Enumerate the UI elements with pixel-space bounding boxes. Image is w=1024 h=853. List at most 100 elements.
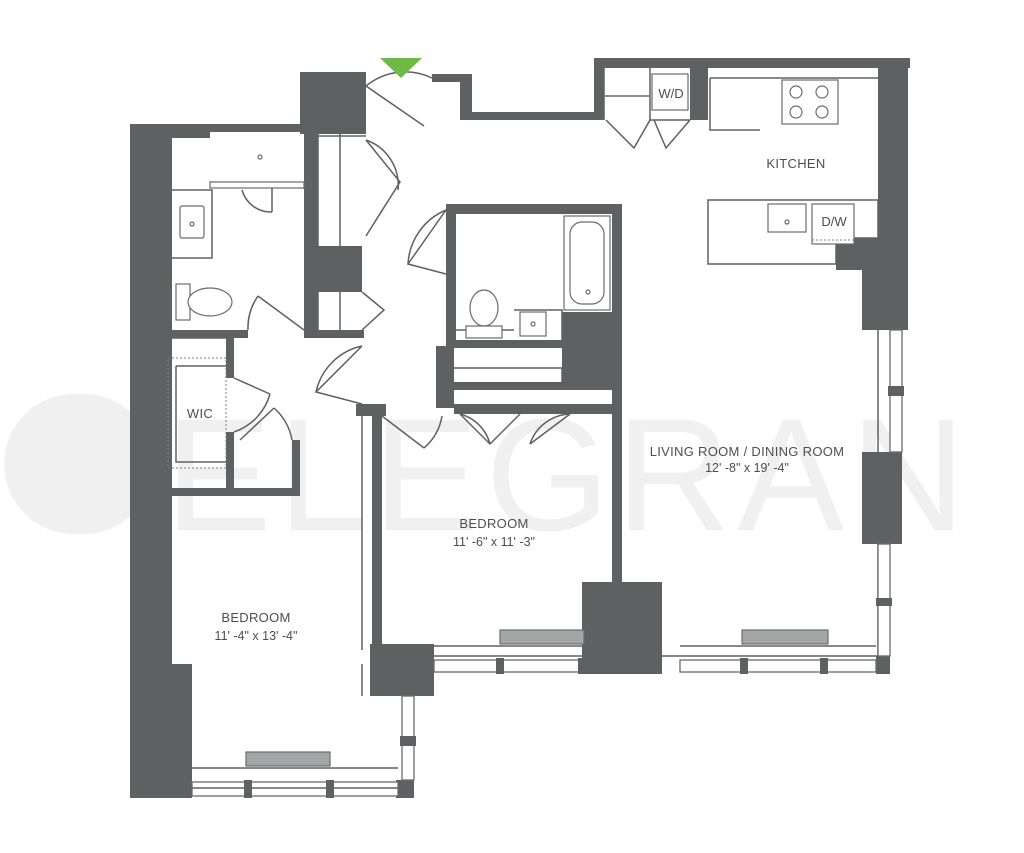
window-bottom-left-post-1 bbox=[244, 780, 252, 798]
radiator-center bbox=[499, 629, 585, 645]
wall-hall-closet bbox=[310, 132, 318, 332]
wall-closet-mid bbox=[454, 382, 622, 390]
label-bedroom-center: BEDROOM bbox=[459, 516, 528, 531]
window-center-bottom bbox=[433, 659, 583, 673]
wall-wic-lower bbox=[226, 432, 234, 494]
toilet-bowl-left bbox=[187, 287, 233, 317]
window-right-lower-post bbox=[876, 598, 892, 606]
partition-kitchen-counter-top bbox=[709, 77, 878, 131]
entry-arrow-icon bbox=[380, 58, 422, 78]
stove-burner-4 bbox=[815, 105, 829, 119]
label-living-dining: LIVING ROOM / DINING ROOM bbox=[650, 444, 845, 459]
window-bottom-left-post-2 bbox=[326, 780, 334, 798]
bathtub-center-drain bbox=[585, 289, 591, 295]
stove-burner-3 bbox=[789, 105, 803, 119]
door-hall-closet-2 bbox=[361, 291, 386, 331]
stove-burner-2 bbox=[815, 85, 829, 99]
wall-bedroom-center-left bbox=[372, 404, 382, 650]
sink-left-bath-drain bbox=[189, 221, 195, 227]
washer-dryer-box bbox=[651, 73, 689, 111]
room-labels: KITCHEN W/D D/W LIVING ROOM / DINING ROO… bbox=[187, 86, 847, 643]
wall-wic-closet-right bbox=[292, 440, 300, 496]
door-bath-inner bbox=[241, 188, 273, 213]
window-center-post-2 bbox=[578, 658, 584, 674]
wall-closet-bottom bbox=[454, 404, 622, 414]
door-center-bath bbox=[406, 209, 447, 275]
wall-hall-pillar bbox=[310, 246, 362, 292]
partition-hall-closet-2 bbox=[317, 292, 341, 330]
label-living-dining-dims: 12' -8" x 19' -4" bbox=[705, 461, 789, 475]
wall-right-pillar bbox=[862, 452, 902, 544]
window-center-post-1 bbox=[496, 658, 504, 674]
window-bottom-left bbox=[191, 781, 399, 797]
wall-left-bath-bottom bbox=[140, 330, 248, 338]
wall-hall-bottom bbox=[304, 330, 364, 338]
wall-top-left bbox=[210, 124, 310, 132]
door-hall-bedroom bbox=[314, 345, 363, 405]
partition-left-bath bbox=[172, 189, 213, 259]
door-hall-closet-1 bbox=[365, 139, 401, 237]
watermark-pill bbox=[4, 394, 154, 534]
partition-shower-rail bbox=[209, 181, 305, 189]
window-left-side-post bbox=[400, 736, 416, 746]
wall-kitchen-left bbox=[594, 58, 604, 120]
door-wd bbox=[605, 119, 691, 150]
dishwasher-box bbox=[811, 203, 855, 245]
wall-center-post bbox=[436, 346, 454, 408]
door-wic bbox=[233, 377, 271, 433]
wall-top-entry-drop bbox=[460, 74, 472, 118]
door-bedroom-center bbox=[381, 415, 443, 449]
wall-wd-right bbox=[690, 68, 708, 120]
stove-burner-1 bbox=[789, 85, 803, 99]
wall-bath-left bbox=[446, 204, 456, 346]
door-wic-closet bbox=[239, 407, 293, 441]
wall-bath-bottom bbox=[446, 340, 566, 348]
kitchen-sink bbox=[767, 203, 807, 233]
windows bbox=[191, 329, 904, 798]
wall-column-top bbox=[300, 72, 366, 134]
radiator-bottom-left bbox=[245, 751, 331, 767]
wall-bath-block bbox=[562, 312, 622, 382]
radiator-right bbox=[741, 629, 829, 645]
wall-left-bath-right bbox=[304, 132, 312, 338]
door-entry bbox=[365, 71, 433, 127]
wall-bottom-left-corner bbox=[396, 780, 414, 798]
door-left-bath bbox=[247, 295, 305, 331]
bathtub-center-inner bbox=[569, 221, 605, 305]
wall-wic-bottom bbox=[140, 488, 300, 496]
wall-bottom-right-corner bbox=[876, 656, 890, 674]
label-washer-dryer: W/D bbox=[658, 86, 683, 101]
stove bbox=[781, 79, 839, 125]
wall-bath-top bbox=[446, 204, 622, 214]
partition-wic bbox=[139, 337, 226, 488]
wall-left-inner-strip bbox=[130, 138, 140, 664]
toilet-bowl-center bbox=[469, 289, 499, 327]
sink-center-bath-drain bbox=[530, 321, 536, 327]
wall-bottom-center-pillar bbox=[582, 582, 662, 674]
doors bbox=[233, 71, 691, 449]
partition-wic-shelf bbox=[167, 357, 227, 469]
label-bedroom-left: BEDROOM bbox=[221, 610, 290, 625]
window-right-bottom bbox=[679, 659, 877, 673]
label-bedroom-left-dims: 11' -4" x 13' -4" bbox=[215, 629, 298, 643]
shower-drain-left bbox=[257, 154, 263, 160]
kitchen-sink-drain bbox=[784, 219, 790, 225]
wall-wic-right bbox=[226, 338, 234, 378]
wall-left-exterior-lower bbox=[130, 664, 192, 798]
fixtures bbox=[175, 73, 855, 339]
walls bbox=[130, 58, 910, 798]
wall-right-notch-lower bbox=[862, 238, 908, 330]
window-right-upper-post bbox=[888, 386, 904, 396]
label-dishwasher: D/W bbox=[821, 214, 847, 229]
window-right-post-1 bbox=[740, 658, 748, 674]
wall-top-mid bbox=[460, 112, 602, 120]
partition-wic-inner bbox=[175, 365, 226, 463]
label-kitchen: KITCHEN bbox=[766, 156, 825, 171]
wall-top-entry bbox=[432, 74, 472, 82]
window-right-post-2 bbox=[820, 658, 828, 674]
toilet-tank-center bbox=[465, 325, 503, 339]
partition-closet-rod bbox=[454, 367, 563, 382]
partition-hall-closet bbox=[317, 132, 366, 246]
label-bedroom-center-dims: 11' -6" x 11' -3" bbox=[453, 535, 535, 549]
